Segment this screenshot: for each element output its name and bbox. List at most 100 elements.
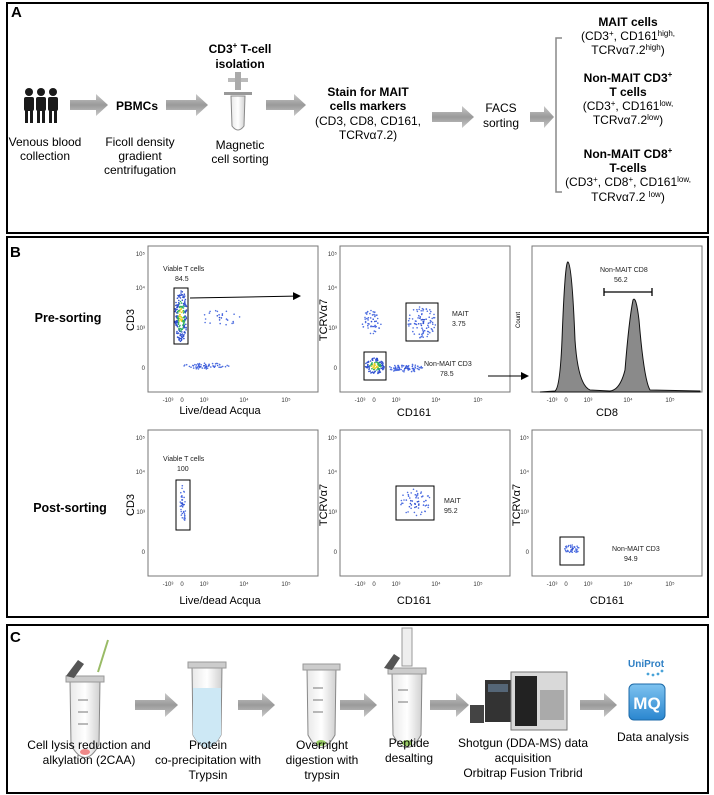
- scatter-dot: [422, 322, 425, 325]
- scatter-dot: [402, 494, 404, 497]
- y-tick-label: 10⁴: [520, 469, 530, 476]
- scatter-dot: [376, 358, 379, 361]
- scatter-dot: [421, 307, 424, 310]
- scatter-dot: [394, 366, 397, 368]
- scatter-dot: [181, 506, 184, 508]
- scatter-dot: [376, 363, 379, 365]
- panel-c-text: Cell lysis reduction and alkylation (2CA…: [27, 730, 689, 782]
- scatter-dot: [417, 323, 420, 325]
- scatter-dot: [420, 492, 422, 495]
- scatter-dot: [375, 320, 378, 323]
- scatter-dot: [411, 363, 414, 366]
- scatter-dot: [369, 332, 372, 335]
- xlabel-pre3: CD8: [596, 407, 618, 419]
- ylabel-pre1: CD3: [125, 309, 137, 331]
- scatter-dot: [429, 321, 431, 324]
- gate-label-post2: MAIT: [444, 498, 461, 505]
- scatter-dot: [430, 320, 432, 323]
- scatter-dot: [569, 550, 572, 552]
- scatter-dot: [218, 319, 221, 321]
- flow-arrows-c: [135, 693, 617, 717]
- scatter-dot: [409, 314, 411, 317]
- gate-label-post1: Viable T cells: [163, 456, 205, 463]
- cd3-isolation-line1: CD3+ T-cell: [209, 41, 272, 56]
- scatter-dot: [184, 300, 186, 302]
- ylabel-post3: TCRVα7: [511, 484, 523, 526]
- scatter-dot: [403, 371, 405, 373]
- scatter-dot: [378, 361, 381, 364]
- scatter-dot: [219, 364, 221, 366]
- scatter-dot: [226, 364, 228, 367]
- scatter-dot: [405, 499, 408, 501]
- scatter-dot: [176, 306, 178, 309]
- scatter-dot: [417, 317, 419, 319]
- scatter-dot: [420, 513, 422, 516]
- scatter-dot: [371, 362, 374, 364]
- gate-val-post3: 94.9: [624, 556, 638, 563]
- scatter-dot: [374, 320, 376, 323]
- scatter-dot: [570, 546, 572, 549]
- ylabel-post1: CD3: [125, 494, 137, 516]
- scatter-dot: [368, 367, 371, 369]
- scatter-dot: [420, 491, 423, 493]
- scatter-dot: [417, 507, 420, 509]
- scatter-dot: [408, 368, 411, 371]
- x-tick-label: 10⁵: [473, 397, 483, 404]
- scatter-dot: [416, 494, 419, 496]
- scatter-dot: [373, 362, 376, 365]
- scatter-dot: [221, 314, 224, 317]
- scatter-dot: [413, 511, 416, 514]
- gate-val-post1: 100: [177, 466, 189, 473]
- scatter-dot: [411, 318, 414, 320]
- scatter-dot: [372, 332, 375, 335]
- scatter-dot: [373, 364, 376, 366]
- gate-val-pre2a: 3.75: [452, 321, 466, 328]
- scatter-dot: [181, 293, 183, 296]
- scatter-dot: [183, 511, 185, 513]
- gate-viable-pre: [173, 287, 189, 345]
- scatter-dot: [433, 313, 435, 316]
- scatter-dot: [408, 323, 411, 325]
- scatter-dot: [371, 365, 373, 368]
- x-tick-label: -10³: [163, 582, 174, 588]
- scatter-dot: [183, 337, 185, 340]
- scatter-dot: [421, 333, 423, 336]
- scatter-dot: [410, 507, 412, 510]
- scatter-dot: [576, 545, 578, 547]
- scatter-dot: [180, 302, 183, 304]
- scatter-dot: [400, 368, 402, 371]
- scatter-dot: [409, 497, 411, 499]
- scatter-dot: [374, 370, 377, 373]
- scatter-dot: [374, 314, 376, 316]
- plot-frame-post3: [531, 429, 703, 577]
- scatter-dot: [178, 301, 180, 304]
- step3-line1: Overnight: [296, 738, 349, 752]
- scatter-dot: [371, 314, 374, 316]
- scatter-dot: [225, 323, 227, 326]
- scatter-dot: [177, 303, 179, 306]
- scatter-dot: [410, 323, 412, 325]
- scatter-dot: [433, 316, 436, 319]
- x-tick-label: 10³: [200, 582, 209, 588]
- scatter-dot: [179, 337, 182, 340]
- nonmait-cd3-title1: Non-MAIT CD3+: [584, 70, 673, 85]
- gates: [173, 287, 653, 566]
- panel-a-text: Venous blood collection PBMCs Ficoll den…: [9, 15, 691, 204]
- scatter-dot: [406, 367, 409, 370]
- tube-digestion-icon: [302, 663, 341, 748]
- scatter-dot: [407, 495, 410, 498]
- x-tick-label: -10³: [355, 398, 366, 404]
- scatter-dot: [418, 366, 421, 369]
- scatter-dot: [410, 492, 413, 494]
- scatter-dot: [184, 311, 187, 314]
- x-tick-label: 0: [180, 398, 184, 404]
- scatter-dot: [418, 333, 421, 336]
- scatter-dot: [376, 365, 378, 368]
- scatter-dot: [577, 546, 579, 549]
- venous-line1: Venous blood: [9, 135, 82, 149]
- scatter-dot: [181, 512, 184, 515]
- scatter-dot: [184, 301, 186, 304]
- xlabel-pre1: Live/dead Acqua: [179, 405, 261, 417]
